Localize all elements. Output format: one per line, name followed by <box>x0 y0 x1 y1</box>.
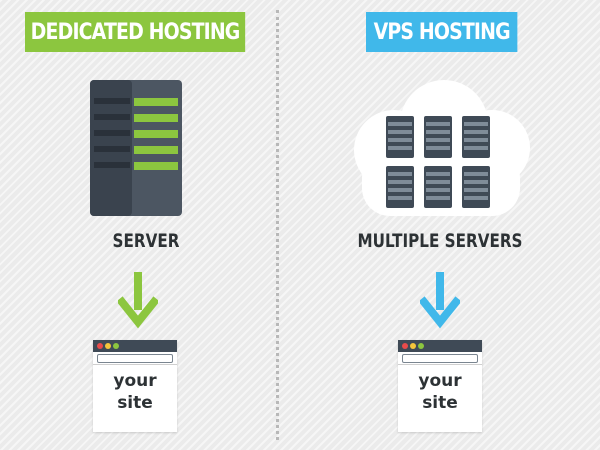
dedicated-hosting-title: DEDICATED HOSTING <box>25 12 246 52</box>
site-text-line2: site <box>422 393 458 413</box>
address-bar <box>93 352 177 365</box>
address-bar <box>398 352 482 365</box>
server-light-4 <box>134 146 178 154</box>
column-divider <box>276 10 279 440</box>
mini-servers <box>386 116 490 208</box>
multiple-servers-caption: MULTIPLE SERVERS <box>357 230 523 252</box>
site-text-line1: your <box>113 371 157 391</box>
vps-hosting-title: VPS HOSTING <box>366 12 518 52</box>
close-dot-icon <box>402 343 408 349</box>
close-dot-icon <box>97 343 103 349</box>
server-light-2 <box>134 114 178 122</box>
browser-window-icon <box>93 340 177 352</box>
server-light-5 <box>134 162 178 170</box>
your-site-window-dedicated: your site <box>93 340 177 432</box>
address-field <box>402 354 478 363</box>
address-field <box>97 354 173 363</box>
server-caption: SERVER <box>112 230 180 252</box>
server-light-3 <box>134 130 178 138</box>
arrow-down-icon <box>118 272 158 329</box>
maximize-dot-icon <box>113 343 119 349</box>
site-text-line1: your <box>418 371 462 391</box>
browser-window-icon <box>398 340 482 352</box>
arrow-down-icon <box>420 272 460 329</box>
site-text-line2: site <box>117 393 153 413</box>
maximize-dot-icon <box>418 343 424 349</box>
your-site-text: your site <box>93 370 177 414</box>
cloud-servers-icon <box>354 80 530 216</box>
server-light-1 <box>134 98 178 106</box>
your-site-text: your site <box>398 370 482 414</box>
your-site-window-vps: your site <box>398 340 482 432</box>
vps-hosting-title-text: VPS HOSTING <box>373 19 511 45</box>
server-tower-icon <box>90 80 182 216</box>
minimize-dot-icon <box>410 343 416 349</box>
dedicated-hosting-title-text: DEDICATED HOSTING <box>30 19 241 45</box>
minimize-dot-icon <box>105 343 111 349</box>
